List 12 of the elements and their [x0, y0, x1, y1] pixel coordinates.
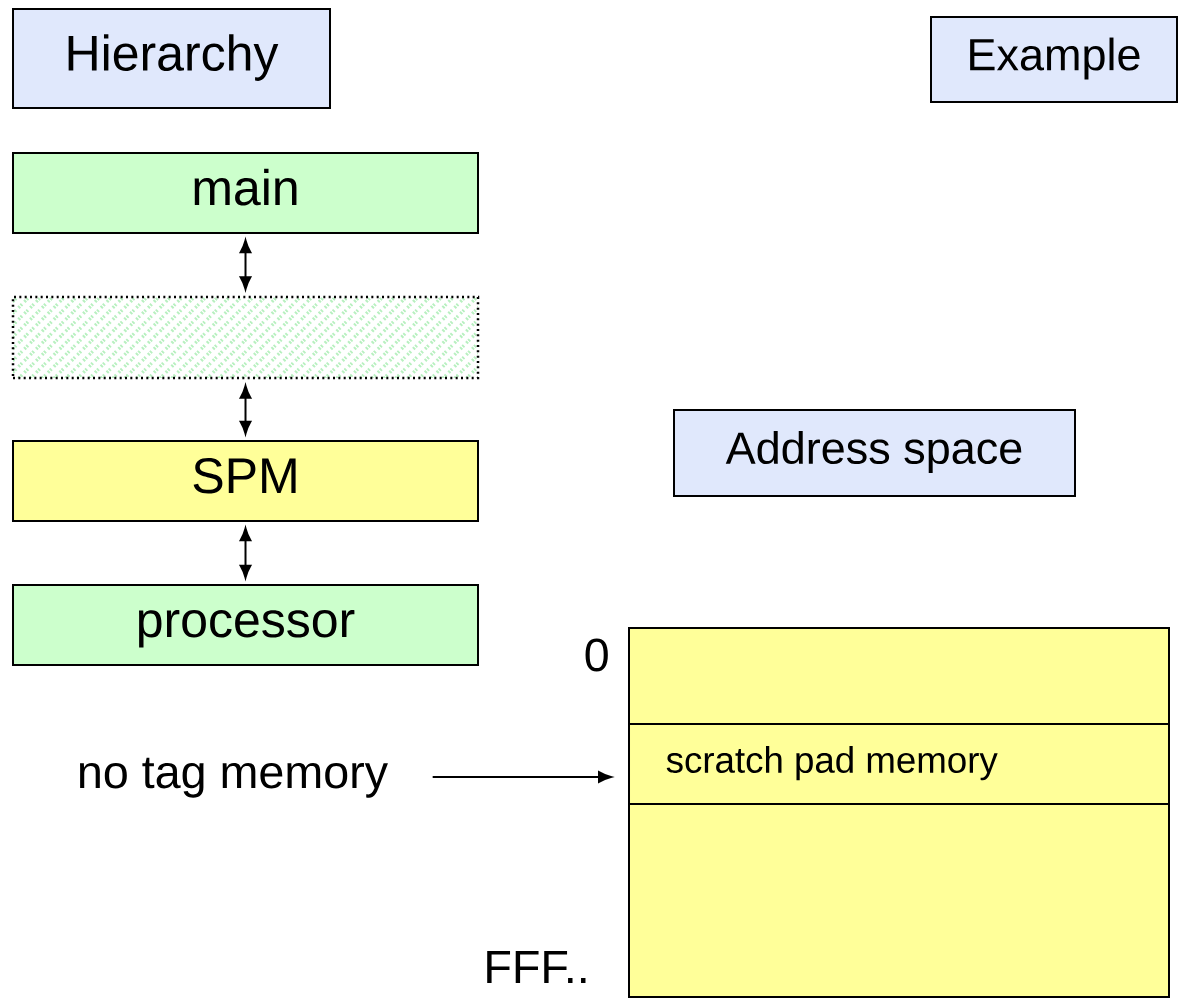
- memory-segment: scratch pad memory: [628, 723, 1170, 805]
- arrow: [431, 771, 612, 783]
- heading-box: Hierarchy: [12, 8, 331, 109]
- memory-level-box: processor: [12, 584, 479, 666]
- heading-box: Address space: [673, 409, 1076, 497]
- memory-level-box: main: [12, 152, 479, 234]
- heading-box: Example: [930, 16, 1178, 103]
- annotation-text: no tag memory: [80, 757, 388, 798]
- address-label: FFF..: [487, 950, 586, 983]
- address-label: 0: [585, 638, 608, 672]
- memory-level-box: [11, 295, 480, 380]
- memory-level-box: SPM: [12, 440, 479, 522]
